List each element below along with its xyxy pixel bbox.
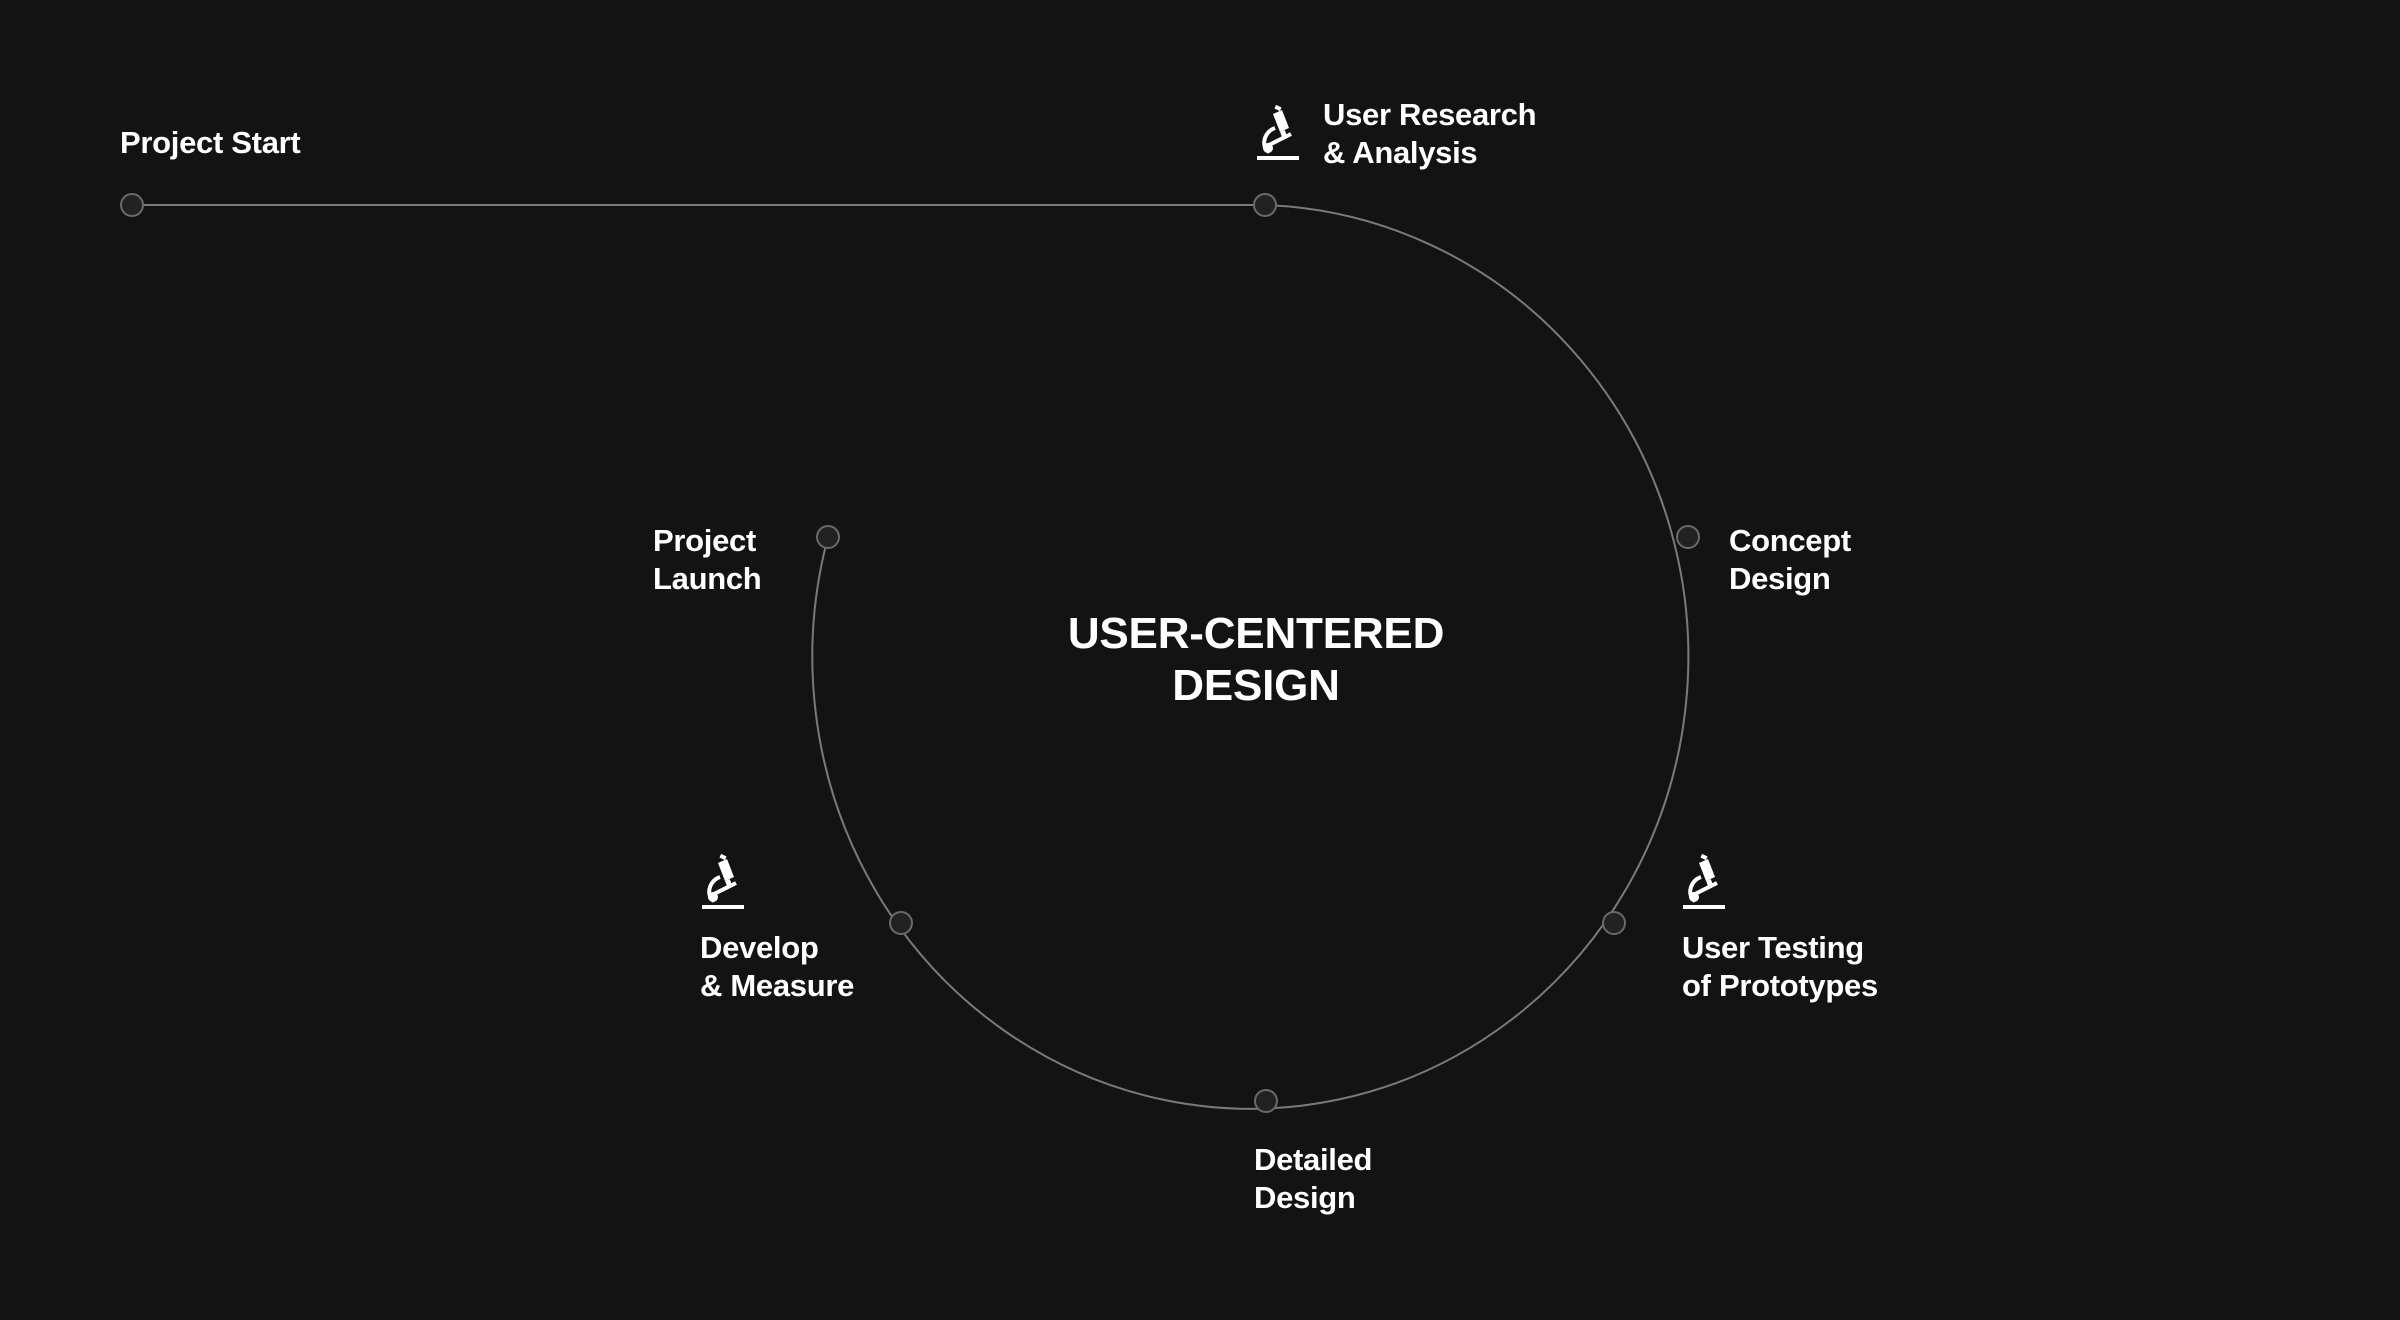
node-detailed-design[interactable] xyxy=(1254,1089,1278,1113)
microscope-icon xyxy=(1257,104,1299,160)
detailed-design-line1: Detailed xyxy=(1254,1142,1373,1177)
node-user-research[interactable] xyxy=(1253,193,1277,217)
microscope-icon xyxy=(702,853,744,909)
user-testing-line2: of Prototypes xyxy=(1682,968,1878,1003)
concept-design-line1: Concept xyxy=(1729,523,1851,558)
label-project-start: Project Start xyxy=(120,124,301,162)
node-develop-measure[interactable] xyxy=(889,911,913,935)
label-user-testing: User Testing of Prototypes xyxy=(1682,929,1878,1005)
develop-measure-line2: & Measure xyxy=(700,968,855,1003)
diagram-title-line2: DESIGN xyxy=(1172,661,1340,710)
user-testing-line1: User Testing xyxy=(1682,930,1864,965)
project-launch-line1: Project xyxy=(653,523,756,558)
concept-design-line2: Design xyxy=(1729,561,1831,596)
user-research-line1: User Research xyxy=(1323,97,1537,132)
microscope-icon xyxy=(1683,853,1725,909)
user-research-line2: & Analysis xyxy=(1323,135,1478,170)
label-project-launch: Project Launch xyxy=(653,522,762,598)
node-user-testing[interactable] xyxy=(1602,911,1626,935)
node-concept-design[interactable] xyxy=(1676,525,1700,549)
label-concept-design: Concept Design xyxy=(1729,522,1851,598)
node-project-launch[interactable] xyxy=(816,525,840,549)
diagram-title-line1: USER-CENTERED xyxy=(1067,609,1445,658)
detailed-design-line2: Design xyxy=(1254,1180,1356,1215)
project-launch-line2: Launch xyxy=(653,561,762,596)
diagram-title: USER-CENTERED DESIGN xyxy=(956,608,1556,712)
label-user-research: User Research & Analysis xyxy=(1323,96,1537,172)
develop-measure-line1: Develop xyxy=(700,930,819,965)
label-develop-measure: Develop & Measure xyxy=(700,929,854,1005)
label-detailed-design: Detailed Design xyxy=(1254,1141,1373,1217)
project-start-line1: Project Start xyxy=(120,125,301,160)
node-project-start[interactable] xyxy=(120,193,144,217)
cycle-arc xyxy=(811,204,1690,1110)
